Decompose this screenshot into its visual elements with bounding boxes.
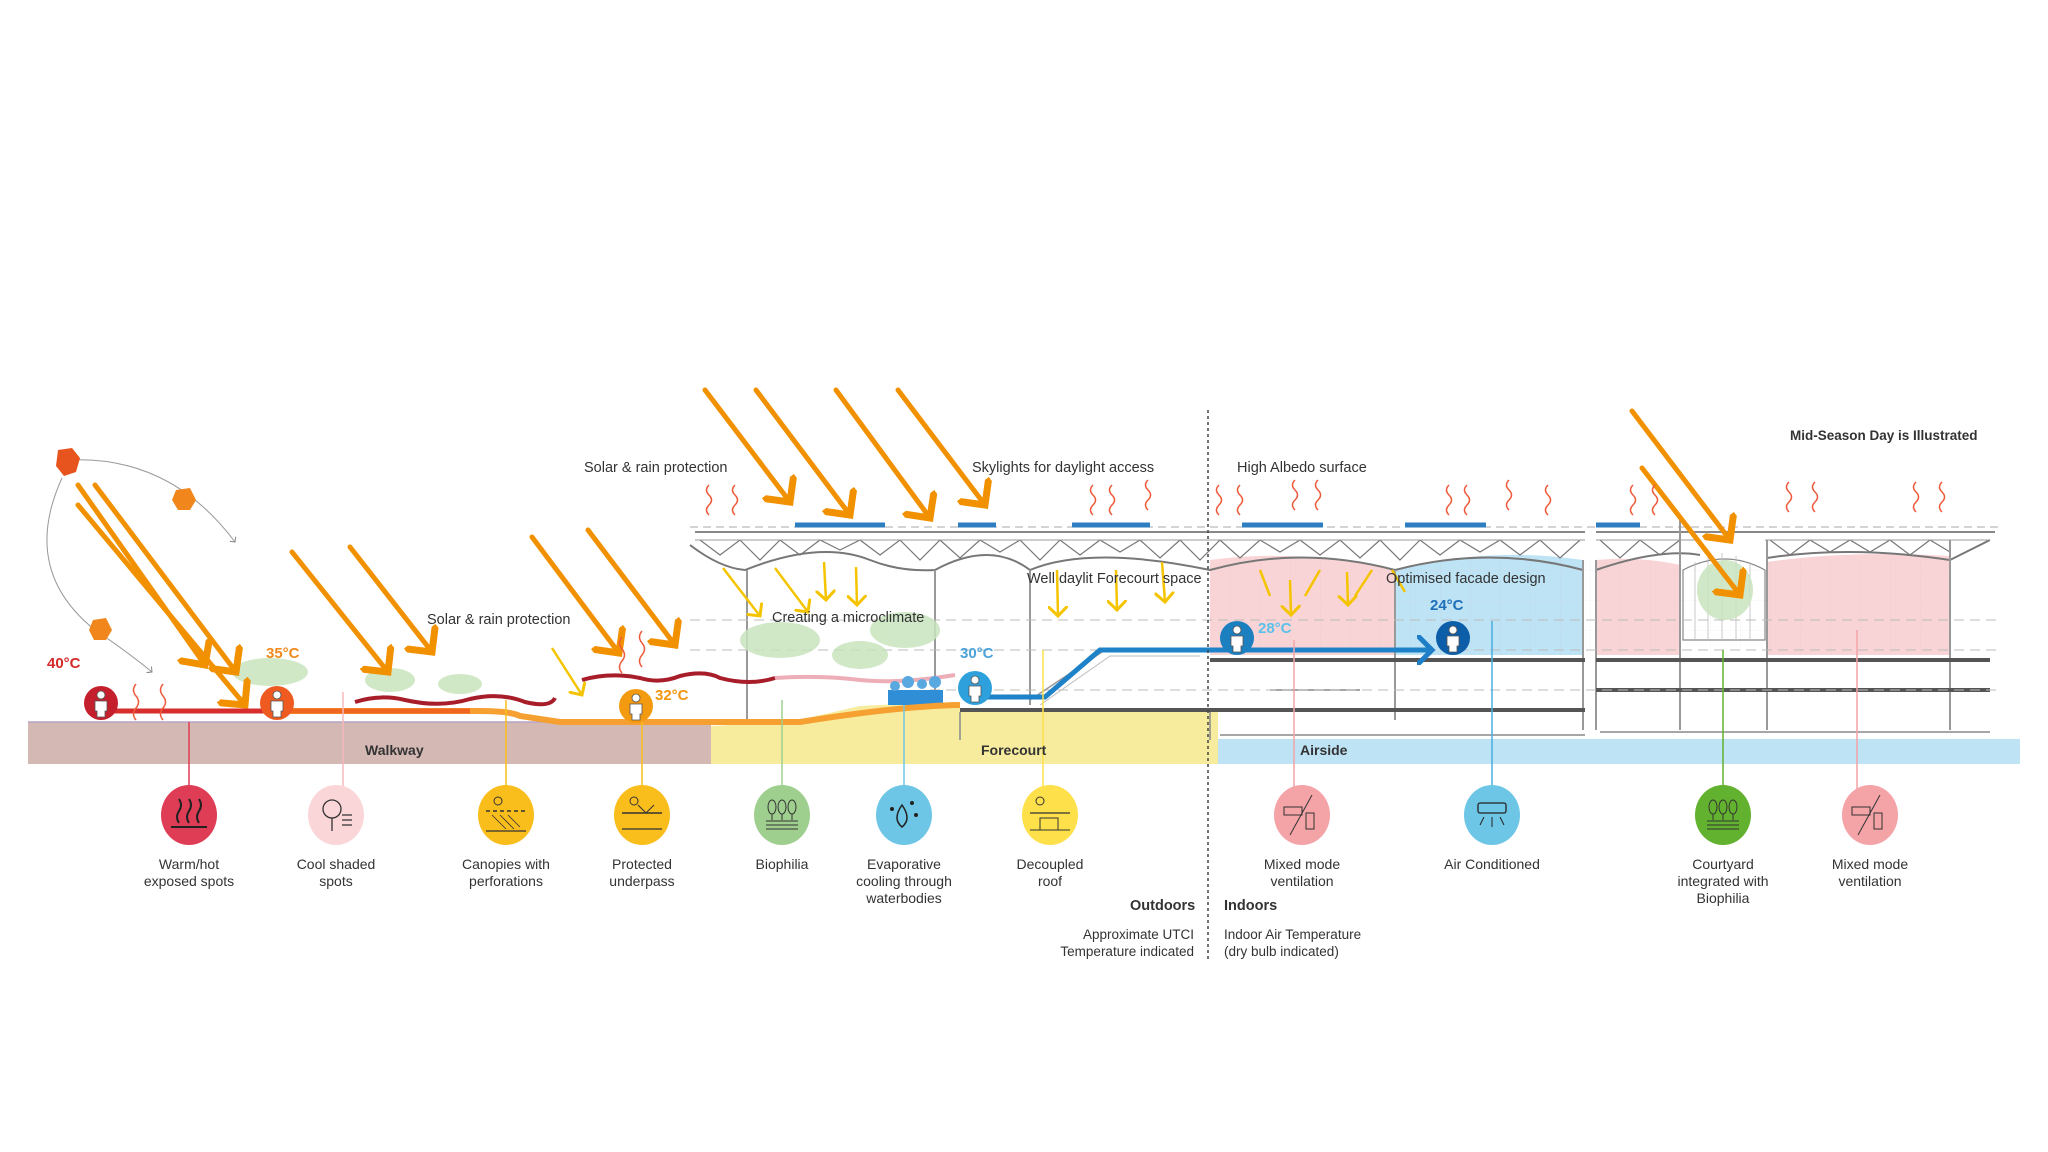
strategy-label: Cool shaded spots	[296, 856, 376, 889]
strategy-label: Mixed mode ventilation	[1263, 856, 1341, 889]
person-marker	[619, 689, 653, 723]
strategy-label: Biophilia	[755, 856, 809, 872]
annotation-solar-rain-1: Solar & rain protection	[584, 460, 728, 476]
zone-band-forecourt	[711, 704, 1218, 764]
annotation-skylights: Skylights for daylight access	[972, 460, 1155, 476]
daylight-rays	[550, 561, 1407, 695]
person-marker	[260, 686, 294, 720]
decoupled-roof-icon	[1022, 785, 1078, 845]
temp-walkway-exposed: 40°C	[47, 655, 81, 672]
strategy-label: Canopies with perforations	[462, 856, 550, 889]
person-marker	[958, 671, 992, 705]
temp-walkway-shaded: 35°C	[266, 645, 300, 662]
annotation-solar-rain-2: Solar & rain protection	[427, 612, 571, 628]
zone-band-airside	[1218, 739, 2020, 764]
strategy-label: Warm/hot exposed spots	[143, 856, 235, 889]
zone-bands	[28, 704, 2020, 764]
strategy-label: Protected underpass	[609, 856, 675, 889]
temp-forecourt: 30°C	[960, 645, 994, 662]
person-markers	[84, 621, 1470, 723]
temp-underpass: 32°C	[655, 687, 689, 704]
sun-path	[46, 448, 235, 672]
temp-air-conditioned: 24°C	[1430, 597, 1464, 614]
strategy-icons	[161, 785, 1898, 845]
annotation-forecourt-daylit: Well daylit Forecourt space	[1027, 571, 1202, 587]
strategy-label: Evaporative cooling through waterbodies	[856, 856, 952, 906]
legend-indoors-text: Indoor Air Temperature (dry bulb indicat…	[1224, 927, 1362, 959]
underpass-icon	[614, 785, 670, 845]
trees-water-icon	[1695, 785, 1751, 845]
water-drops-icon	[876, 785, 932, 845]
zone-band-walkway	[28, 722, 711, 764]
courtyard-glazing	[1682, 558, 1766, 641]
strategy-label: Decoupled roof	[1016, 856, 1084, 889]
strategy-label: Mixed mode ventilation	[1831, 856, 1909, 889]
heat-waves-icon	[161, 785, 217, 845]
terminal-building-section	[689, 520, 2000, 740]
mixed-mode-icon	[1274, 785, 1330, 845]
solar-rays	[75, 387, 1740, 705]
shade-tree-icon	[308, 785, 364, 845]
canopies	[354, 671, 776, 707]
person-marker	[1220, 621, 1254, 655]
heat-radiation	[132, 479, 1946, 721]
strategy-label: Air Conditioned	[1444, 856, 1540, 872]
leader-lines	[188, 621, 1858, 790]
sun-icon-morning	[89, 618, 112, 640]
annotation-facade: Optimised facade design	[1386, 571, 1546, 587]
legend-indoors-heading: Indoors	[1224, 898, 1278, 914]
water-body	[888, 690, 943, 705]
strategy-label: Courtyard integrated with Biophilia	[1677, 856, 1769, 906]
legend-outdoors-heading: Outdoors	[1130, 898, 1196, 914]
trees-water-icon	[754, 785, 810, 845]
air-conditioner-icon	[1464, 785, 1520, 845]
legend-outdoors-text: Approximate UTCI Temperature indicated	[1060, 927, 1194, 959]
perforated-canopy-icon	[478, 785, 534, 845]
person-marker	[1436, 621, 1470, 655]
zone-label-forecourt: Forecourt	[981, 742, 1047, 758]
annotation-high-albedo: High Albedo surface	[1237, 460, 1367, 476]
season-note: Mid-Season Day is Illustrated	[1790, 428, 1978, 443]
mixed-mode-icon	[1842, 785, 1898, 845]
person-marker	[84, 686, 118, 720]
zone-label-walkway: Walkway	[365, 742, 424, 758]
annotation-microclimate: Creating a microclimate	[772, 610, 925, 626]
sun-icon-afternoon	[172, 488, 196, 510]
temp-mixed-mode: 28°C	[1258, 620, 1292, 637]
zone-label-airside: Airside	[1300, 742, 1348, 758]
comfort-path	[101, 650, 1432, 725]
sun-icon-noon	[56, 448, 80, 476]
